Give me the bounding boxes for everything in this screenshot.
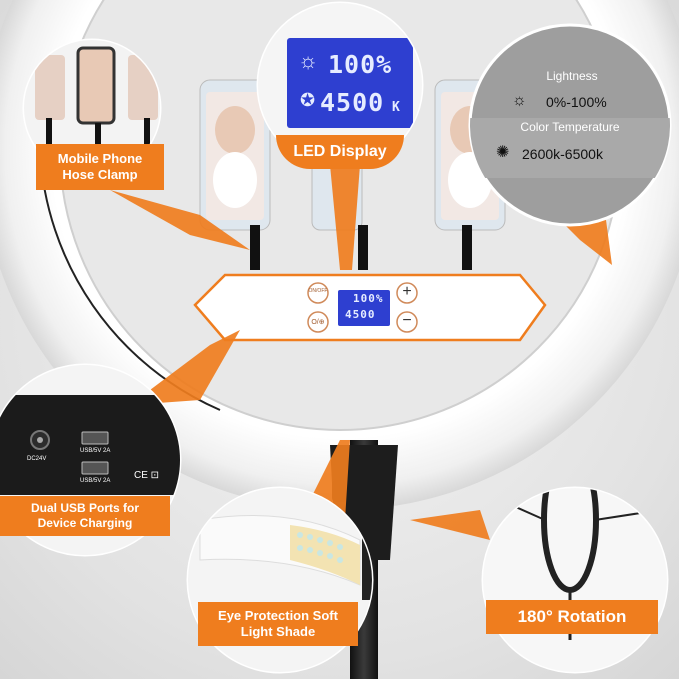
sun-icon: ☼: [298, 48, 319, 73]
minus-button[interactable]: −: [402, 312, 412, 329]
control-panel: [193, 273, 547, 342]
specs-circle: [468, 23, 672, 227]
led-display-label: LED Display: [276, 135, 404, 169]
color-temperature-value: 2600k-6500k: [522, 146, 603, 162]
mode-button[interactable]: O/⊕: [311, 319, 325, 326]
lightness-label: Lightness: [546, 69, 598, 83]
temperature-icon: ✪: [300, 90, 316, 110]
dc-port-label: DC24V: [27, 456, 47, 462]
usb-port-1-label: USB/5V 2A: [80, 448, 111, 454]
plus-button[interactable]: +: [402, 283, 412, 300]
rotation-circle: [481, 486, 669, 674]
lcd-small-brightness: 100%: [353, 292, 384, 305]
lcd-brightness-value: 100%: [328, 50, 393, 79]
color-temperature-icon: ✺: [496, 144, 510, 161]
rotation-label: 180° Rotation: [486, 600, 658, 634]
lcd-large: ☼ 100% ✪ 4500 K: [292, 44, 410, 126]
phone-clamp-label: Mobile Phone Hose Clamp: [36, 144, 164, 190]
color-temperature-label: Color Temperature: [520, 120, 620, 134]
usb-port-2-label: USB/5V 2A: [80, 478, 111, 484]
lcd-small-temperature: 4500: [345, 308, 376, 321]
lcd-temperature-unit: K: [392, 100, 401, 115]
usb-ports-label: Dual USB Ports for Device Charging: [0, 496, 170, 536]
lightness-value: 0%-100%: [546, 94, 607, 110]
brightness-icon: ☼: [512, 92, 527, 109]
power-button[interactable]: ON/OFF: [308, 288, 328, 294]
certification-marks: CE ⊡: [134, 470, 160, 481]
lcd-small: 100% 4500: [339, 291, 389, 325]
lcd-temperature-value: 4500: [320, 88, 385, 117]
light-shade-label: Eye Protection Soft Light Shade: [198, 602, 358, 646]
